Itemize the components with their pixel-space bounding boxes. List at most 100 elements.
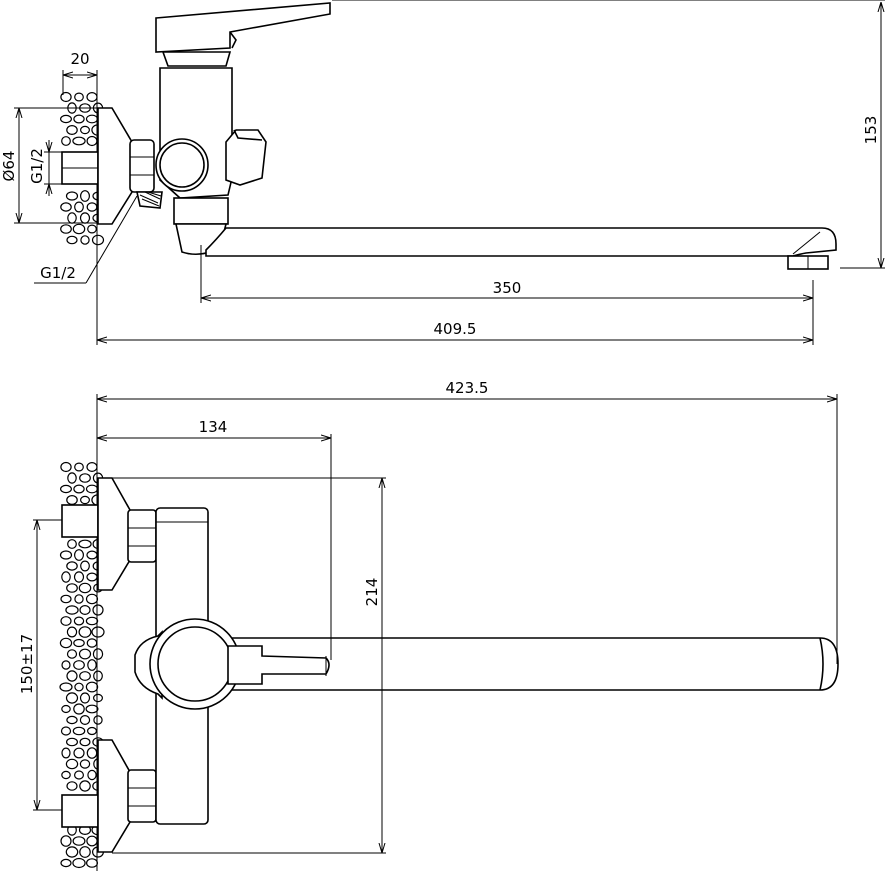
wall-stone (66, 626, 78, 638)
wall-stone (66, 715, 78, 725)
wall-stone (79, 692, 91, 704)
wall-stone (61, 770, 71, 780)
dim-center-distance: 150±17 (18, 519, 62, 811)
dim-height: 153 (332, 0, 885, 269)
wall-stone (65, 737, 78, 747)
wall-stone (86, 572, 98, 582)
wall-stone (72, 836, 86, 846)
wall-stone (85, 616, 99, 626)
wall-stone (74, 92, 84, 102)
wall-stone (72, 136, 86, 146)
wall-stone (65, 758, 79, 770)
side-view: 20 Ø64 G1/2 G1/2 153 (0, 0, 885, 345)
dim-inlet-thread-label: G1/2 (28, 148, 46, 184)
wall-stone (78, 626, 92, 638)
wall-stone (74, 462, 84, 472)
inlet-pipe-side (61, 151, 99, 185)
dim-overall-reach-label: 409.5 (434, 320, 477, 338)
wall-stone (65, 692, 79, 704)
dim-wall-thickness-label: 20 (70, 50, 89, 68)
wall-stone (61, 747, 71, 759)
escutcheon-flange-side (97, 107, 133, 225)
wall-stone (65, 191, 79, 201)
cartridge-cap-side (161, 51, 232, 67)
wall-stone (79, 737, 91, 747)
dim-flange-diameter-label: Ø64 (0, 151, 18, 182)
wall-stone (85, 114, 99, 124)
wall-stone (66, 670, 78, 682)
wall-stone (73, 549, 84, 561)
wall-stone (67, 212, 77, 224)
wall-stone (72, 857, 86, 869)
dim-overall-reach: 409.5 (97, 320, 813, 340)
leader-side-thread: G1/2 (34, 195, 138, 284)
wall-stone (73, 770, 84, 780)
spout-side (205, 227, 837, 270)
dim-overall-length: 423.5 (96, 379, 838, 664)
wall-stone (74, 682, 84, 692)
mixer-body-side (155, 67, 267, 199)
mixer-dome-top (134, 618, 241, 710)
wall-stone (60, 594, 72, 604)
wall-stone (59, 484, 72, 494)
lever-handle-side (155, 2, 331, 53)
wall-stone (73, 747, 85, 759)
wall-stone (79, 190, 90, 202)
wall-stone (87, 769, 97, 781)
wall-stone (74, 201, 84, 213)
wall-stone (86, 462, 98, 473)
wall-stone (92, 604, 104, 616)
wall-stone (79, 780, 91, 792)
wall-stone (60, 224, 72, 234)
wall-stone (78, 582, 92, 594)
wall-stone (60, 616, 72, 626)
wall-stone (66, 583, 78, 593)
dim-body-height: 214 (112, 477, 386, 854)
spout-top (199, 637, 839, 691)
wall-stone (66, 781, 78, 791)
wall-stone (78, 648, 92, 660)
wall-stone (66, 495, 78, 506)
dim-height-label: 153 (862, 116, 880, 145)
wall-stone (72, 223, 86, 235)
wall-stone (85, 681, 99, 693)
wall-stone (79, 759, 91, 769)
hex-nut-side (129, 139, 155, 193)
dim-spout-reach: 350 (200, 245, 814, 345)
wall-stone (79, 125, 90, 135)
wall-stone (61, 136, 71, 146)
wall-stone (85, 593, 99, 605)
dim-body-height-label: 214 (363, 578, 381, 607)
wall-stone (59, 114, 72, 124)
wall-stone (79, 846, 91, 858)
wall-stone (87, 659, 97, 671)
dim-flange-diameter: Ø64 (0, 107, 98, 224)
wall-stone (60, 202, 72, 212)
wall-stone (80, 560, 90, 572)
wall-stone (86, 835, 98, 847)
wall-stone (74, 594, 84, 604)
wall-stone (60, 461, 72, 473)
wall-section-side (59, 91, 105, 246)
wall-stone (79, 473, 91, 483)
wall-stone (86, 747, 98, 759)
wall-stone (86, 638, 98, 648)
spout-collar-side (173, 197, 229, 256)
wall-stone (92, 693, 103, 703)
wall-stone (91, 626, 105, 638)
wall-stone (85, 704, 99, 714)
dim-wall-thickness: 20 (62, 50, 98, 95)
wall-stone (91, 234, 105, 246)
wall-stone (61, 571, 71, 583)
top-view: 423.5 134 214 150±17 (18, 379, 839, 871)
wall-stone (60, 91, 72, 103)
wall-stone (92, 648, 104, 660)
wall-stone (59, 637, 73, 649)
wall-stone (65, 846, 79, 858)
wall-stone (61, 660, 71, 670)
wall-stone (85, 484, 99, 494)
wall-stone (86, 726, 97, 736)
wall-stone (87, 224, 97, 234)
side-thread-nozzle (136, 191, 163, 209)
